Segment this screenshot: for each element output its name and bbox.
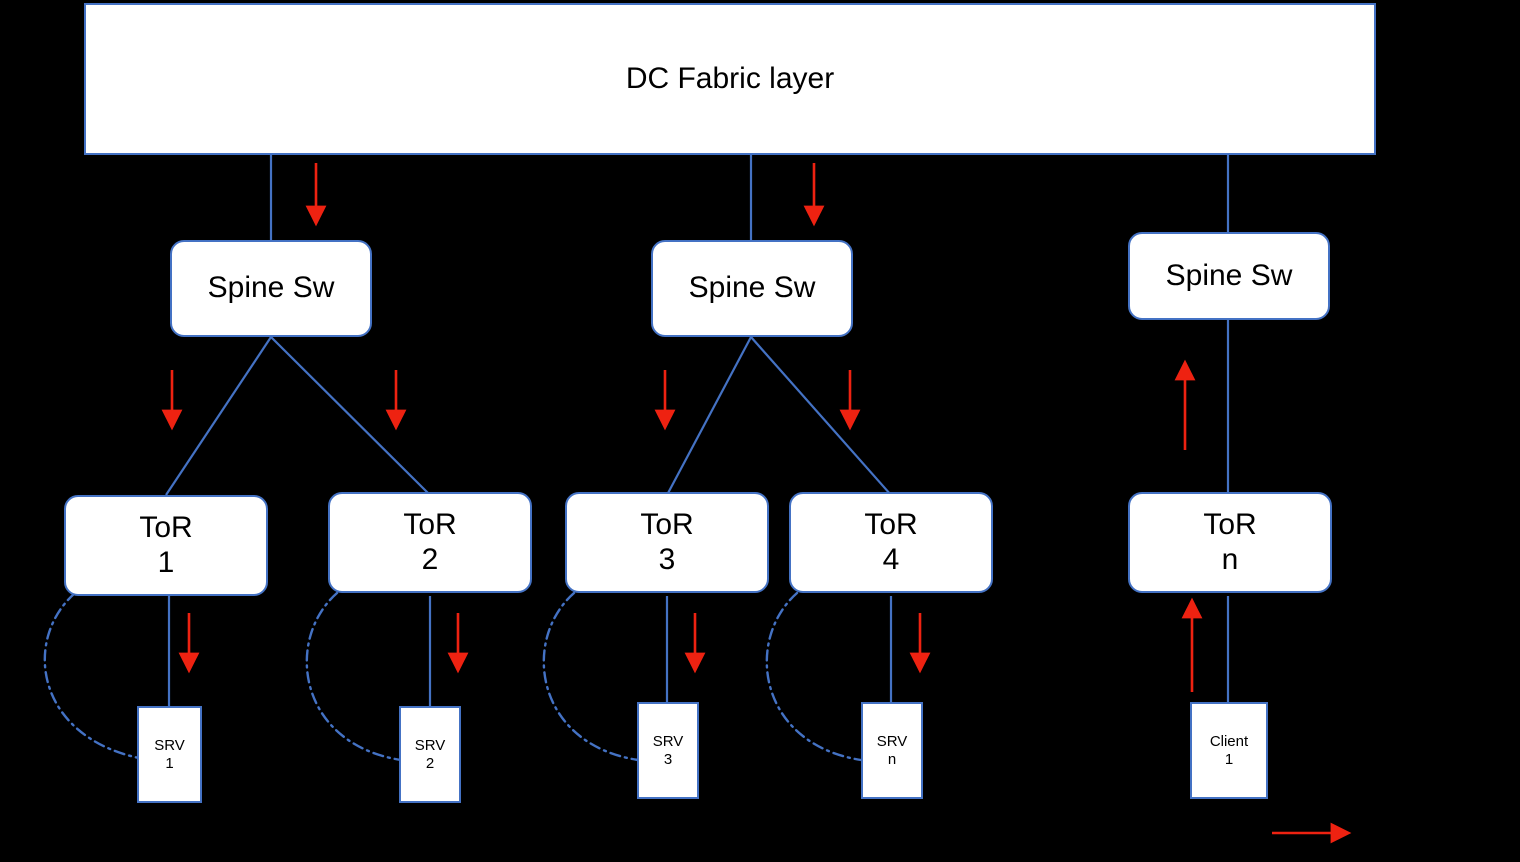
tor-switch-2-node[interactable]: ToR 2 [328,492,532,593]
dc-fabric-layer-node[interactable]: DC Fabric layer [84,3,1376,155]
server-3-label-line2: 3 [663,750,673,768]
server-1-label-line2: 1 [165,754,174,772]
spine-switch-2-node[interactable]: Spine Sw [651,240,853,337]
server-2-node[interactable]: SRV 2 [399,706,461,803]
server-n-label-line1: SRV [876,733,908,751]
server-1-label-line1: SRV [154,737,185,755]
tor-switch-n-label-line2: n [1221,542,1239,576]
overlay-tor2-srv2 [305,591,403,762]
tor-switch-3-label-line2: 3 [658,542,676,576]
server-3-node[interactable]: SRV 3 [637,702,699,799]
tor-switch-1-label-line2: 1 [157,545,175,579]
tor-switch-2-label-line1: ToR [403,508,457,541]
overlay-tor1-srv1 [43,591,141,760]
tor-switch-3-node[interactable]: ToR 3 [565,492,769,593]
tor-switch-n-label-line1: ToR [1203,508,1257,541]
client-1-label-line1: Client [1209,733,1249,751]
server-n-node[interactable]: SRV n [861,702,923,799]
server-n-label-line2: n [887,750,897,768]
server-2-label-line2: 2 [425,754,435,772]
overlay-tor4-srvn [765,591,863,762]
link-spine2-tor4 [750,336,892,496]
spine-switch-3-node[interactable]: Spine Sw [1128,232,1330,320]
server-3-label-line1: SRV [652,733,684,751]
client-1-node[interactable]: Client 1 [1190,702,1268,799]
tor-switch-2-label-line2: 2 [421,542,439,576]
spine-switch-3-label: Spine Sw [1165,258,1293,292]
server-1-node[interactable]: SRV 1 [137,706,202,803]
tor-switch-4-label-line1: ToR [864,508,918,541]
tor-switch-3-label-line1: ToR [640,508,694,541]
link-spine2-tor3 [666,336,752,496]
tor-switch-1-label-line1: ToR [139,511,193,544]
spine-switch-1-node[interactable]: Spine Sw [170,240,372,337]
spine-switch-1-label: Spine Sw [207,271,335,305]
tor-switch-1-node[interactable]: ToR 1 [64,495,268,596]
spine-switch-2-label: Spine Sw [688,271,816,305]
dc-fabric-layer-label: DC Fabric layer [625,61,835,95]
server-2-label-line1: SRV [414,737,446,755]
client-1-label-line2: 1 [1224,750,1234,768]
overlay-tor3-srv3 [542,591,640,762]
tor-switch-4-node[interactable]: ToR 4 [789,492,993,593]
link-spine1-tor2 [270,336,431,496]
tor-switch-n-node[interactable]: ToR n [1128,492,1332,593]
link-spine1-tor1 [165,336,272,496]
tor-switch-4-label-line2: 4 [882,542,900,576]
